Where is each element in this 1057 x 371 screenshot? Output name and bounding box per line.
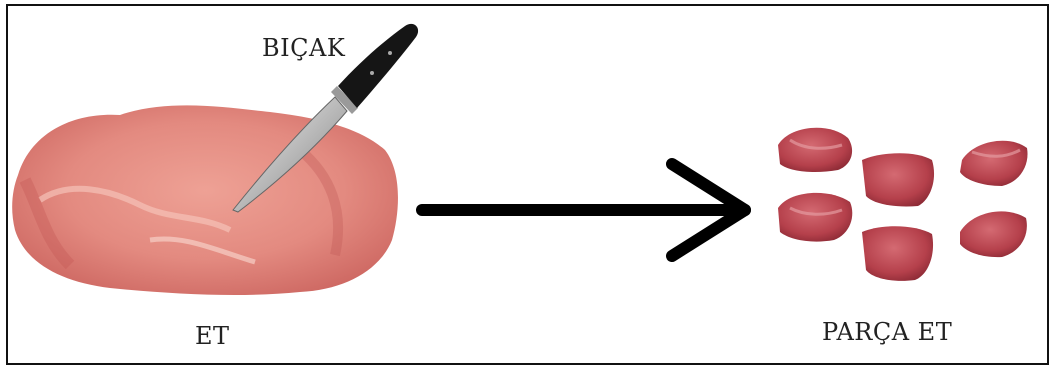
knife-label: BIÇAK	[262, 34, 345, 62]
meat-chunk-icon	[862, 226, 933, 281]
right-arrow-icon	[422, 164, 745, 256]
meat-chunk-icon	[778, 128, 852, 172]
meat-chunk-icon	[862, 153, 934, 206]
meat-pieces-label: PARÇA ET	[822, 318, 952, 346]
meat-slab-icon	[12, 105, 398, 295]
meat-chunk-icon	[960, 211, 1027, 257]
meat-label: ET	[195, 322, 230, 350]
meat-pieces-group	[778, 128, 1028, 281]
meat-chunk-icon	[778, 193, 852, 242]
meat-chunk-icon	[960, 141, 1028, 186]
